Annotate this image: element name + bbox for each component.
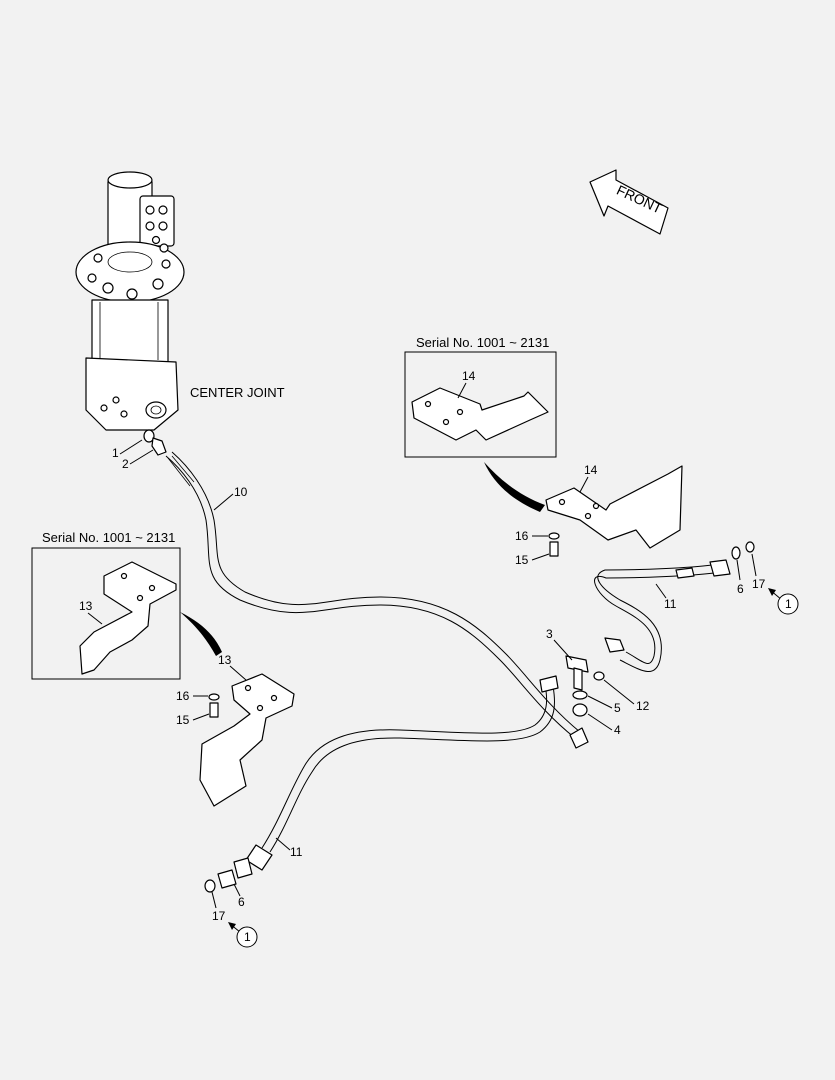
detail-arrow-right [484, 462, 545, 512]
callout-14: 14 [584, 463, 598, 477]
serial-box-left: Serial No. 1001 ~ 2131 13 [31, 530, 181, 680]
callout-13-box: 13 [79, 599, 93, 613]
callout-6-right: 6 [737, 582, 744, 596]
callout-12: 12 [636, 699, 650, 713]
callout-16-right: 16 [515, 529, 529, 543]
hose-10 [165, 451, 589, 749]
front-arrow: FRONT [589, 169, 669, 235]
callout-14-box: 14 [462, 369, 476, 383]
detail-arrow-left [180, 612, 222, 656]
callout-1-right: 1 [785, 597, 792, 611]
serial-label-left: Serial No. 1001 ~ 2131 [42, 530, 175, 545]
callout-1-left: 1 [244, 930, 251, 944]
ref-circle-right [777, 593, 799, 615]
callout-17-right: 17 [752, 577, 766, 591]
callout-17-left: 17 [212, 909, 226, 923]
callout-15-left: 15 [176, 713, 190, 727]
bracket-14: 14 16 15 [515, 463, 683, 567]
callout-2-top: 2 [122, 457, 129, 471]
hose-11-right [594, 541, 755, 672]
callout-10: 10 [234, 485, 248, 499]
callout-11-left: 11 [290, 845, 303, 859]
bracket-13: 13 16 15 [176, 653, 295, 807]
serial-box-right: Serial No. 1001 ~ 2131 14 [404, 335, 557, 458]
fitting-group [565, 637, 625, 717]
callout-6-left: 6 [238, 895, 245, 909]
center-joint-label: CENTER JOINT [190, 385, 285, 400]
callout-1-top: 1 [112, 446, 119, 460]
center-joint-drawing [75, 171, 185, 456]
callout-13: 13 [218, 653, 232, 667]
callout-5: 5 [614, 701, 621, 715]
hose-11-left [245, 675, 559, 871]
ref-circle-left [236, 926, 258, 948]
left-end-fittings [204, 857, 253, 893]
callout-16-left: 16 [176, 689, 190, 703]
callout-3: 3 [546, 627, 553, 641]
callout-11-right: 11 [664, 597, 677, 611]
serial-label-right: Serial No. 1001 ~ 2131 [416, 335, 549, 350]
callout-4: 4 [614, 723, 621, 737]
callout-15-right: 15 [515, 553, 529, 567]
